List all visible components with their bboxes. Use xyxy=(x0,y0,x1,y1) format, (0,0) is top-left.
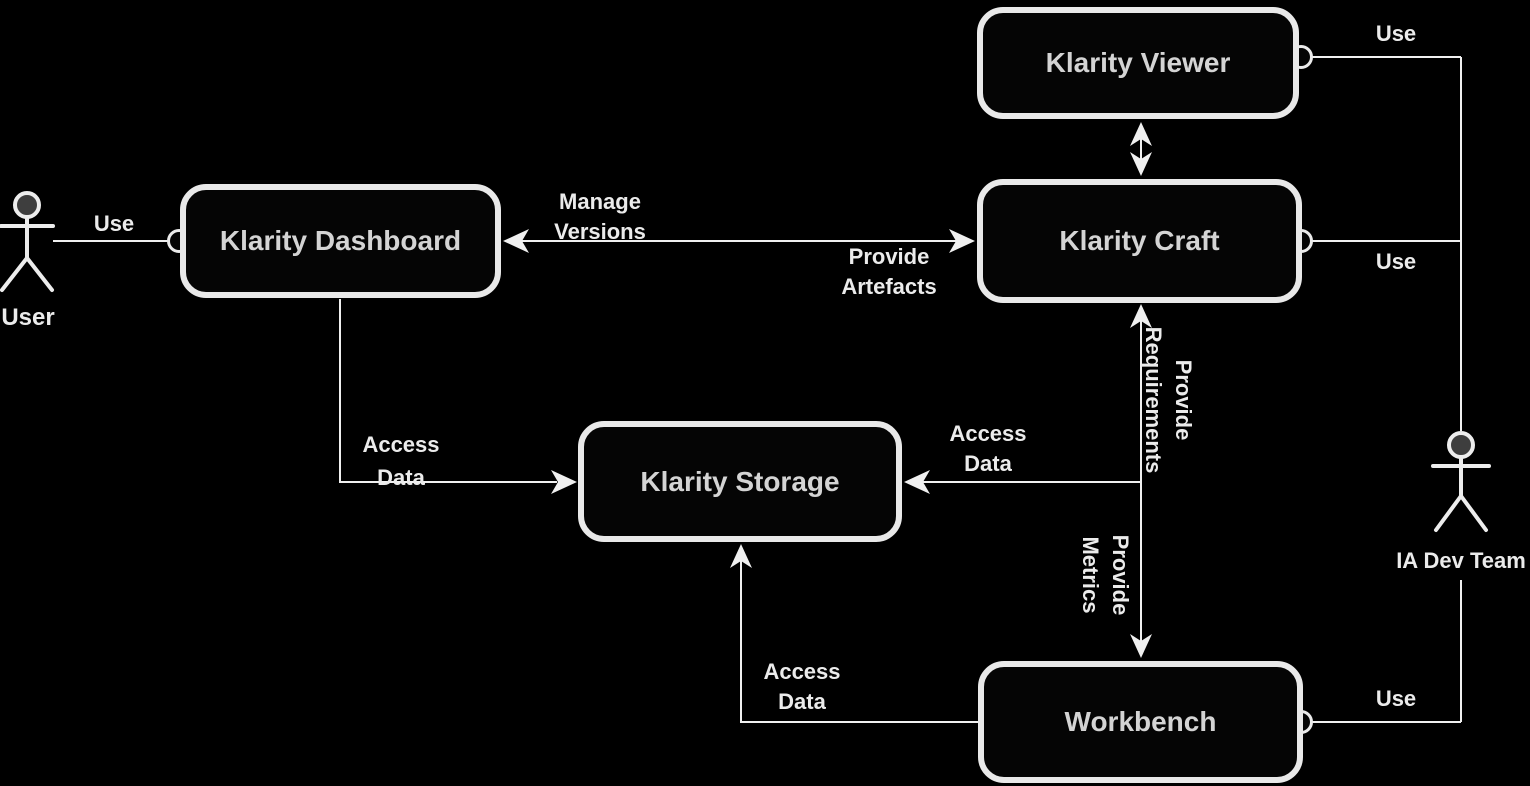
node-klarity-dashboard[interactable]: Klarity Dashboard xyxy=(180,184,501,298)
edge-viewer-craft[interactable] xyxy=(1130,122,1152,176)
edge-label-access-data-craft: Access Data xyxy=(949,421,1027,476)
actor-ia-dev-team-label: IA Dev Team xyxy=(1396,548,1526,573)
actor-ia-dev-team-figure[interactable] xyxy=(1431,431,1491,532)
arrowhead-left xyxy=(503,229,529,253)
actor-user-figure[interactable] xyxy=(0,191,55,292)
arrowhead-up xyxy=(1130,304,1152,328)
node-label: Klarity Dashboard xyxy=(219,225,462,256)
node-klarity-viewer[interactable]: Klarity Viewer xyxy=(977,7,1299,119)
edge-label-use-workbench: Use xyxy=(1375,686,1417,711)
edge-label-provide-metrics: Provide Metrics xyxy=(1078,534,1133,616)
edge-label-use-craft: Use xyxy=(1375,249,1417,274)
edge-label-use-user: Use xyxy=(93,211,135,236)
arrowhead-left xyxy=(904,470,930,494)
node-label: Workbench xyxy=(1064,706,1217,737)
edge-label-use-viewer: Use xyxy=(1375,21,1417,46)
node-label: Klarity Viewer xyxy=(1045,47,1231,78)
edge-workbench-accesses-storage[interactable] xyxy=(730,544,978,723)
node-workbench[interactable]: Workbench xyxy=(978,661,1303,783)
actor-head xyxy=(13,191,41,219)
edge-dashboard-accesses-storage[interactable] xyxy=(339,299,577,494)
arrowhead-up xyxy=(730,544,752,568)
node-klarity-storage[interactable]: Klarity Storage xyxy=(578,421,902,542)
arrowhead-up xyxy=(1130,122,1152,146)
actor-user-label: User xyxy=(1,304,55,331)
edge-craft-workbench-accesses-storage[interactable] xyxy=(904,470,1141,494)
arrowhead-right xyxy=(551,470,577,494)
node-label: Klarity Craft xyxy=(1059,225,1220,256)
edge-label-access-data-workbench: Access Data xyxy=(763,659,841,714)
node-klarity-craft[interactable]: Klarity Craft xyxy=(977,179,1302,303)
arrowhead-down xyxy=(1130,634,1152,658)
edge-label-provide-requirements: Provide Requirements xyxy=(1141,326,1196,474)
edge-ia-uses-workbench[interactable] xyxy=(1289,710,1462,734)
edge-dashboard-craft[interactable] xyxy=(503,229,975,253)
actor-head xyxy=(1447,431,1475,459)
node-label: Klarity Storage xyxy=(640,465,840,497)
edge-label-manage-versions: Manage Versions xyxy=(554,189,646,244)
edge-label-provide-artefacts: Provide Artefacts xyxy=(841,244,937,299)
edge-ia-uses-viewer[interactable] xyxy=(1289,45,1462,69)
arrowhead-down xyxy=(1130,152,1152,176)
arrowhead-right xyxy=(949,229,975,253)
edge-label-access-data-dashboard: Access Data xyxy=(362,432,440,490)
